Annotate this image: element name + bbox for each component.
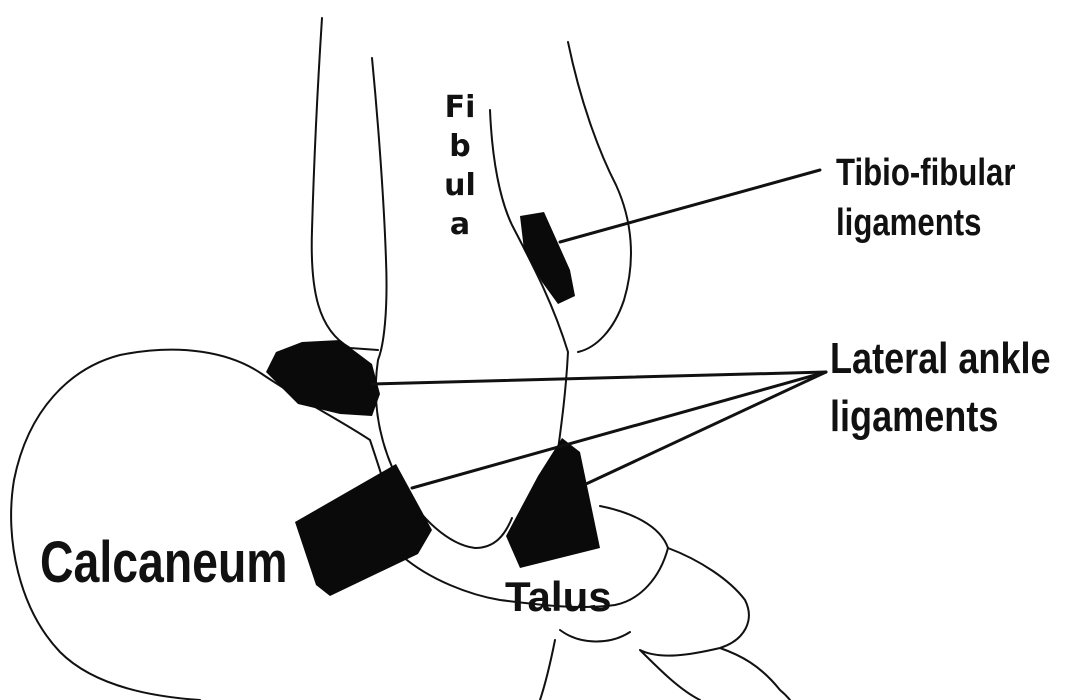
lateral-ligament-upper <box>266 340 380 416</box>
tibio-fibular-text: Tibio-fibular ligaments <box>836 152 1015 244</box>
foot-bones-outline <box>540 548 790 700</box>
lateral-ligament-anterior <box>295 464 432 596</box>
lateral-ankle-text: Lateral ankle ligaments <box>830 334 1051 441</box>
lateral-leader-line-1 <box>372 372 826 384</box>
talus-label: Talus <box>505 572 612 622</box>
fibula-label: Fibula <box>440 88 480 244</box>
calcaneum-label: Calcaneum <box>40 528 288 598</box>
lateral-ankle-ligaments-label: Lateral ankle ligaments <box>830 330 1051 446</box>
fibula-outline-left <box>312 18 378 350</box>
tibia-outline-right <box>568 42 631 352</box>
tibio-fibular-leader-line <box>560 170 820 242</box>
tibio-fibular-ligaments-label: Tibio-fibular ligaments <box>836 148 1015 248</box>
lateral-leader-line-2 <box>412 372 826 488</box>
